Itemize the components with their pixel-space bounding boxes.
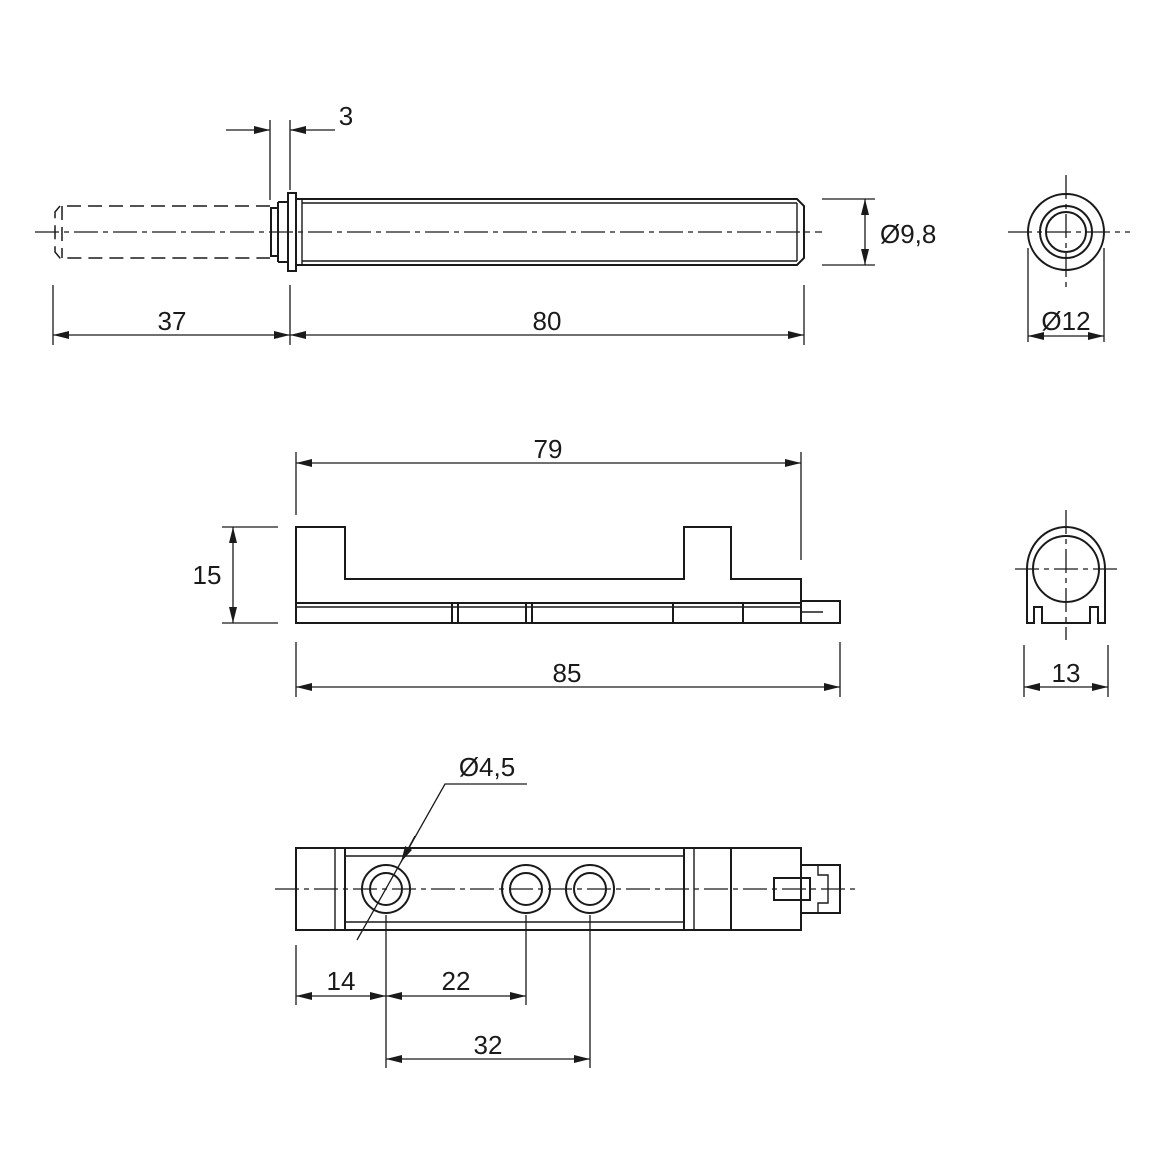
push-rod-side-view: 3 37 80 Ø9,8 <box>35 101 936 345</box>
end-view-inner-circle <box>1045 211 1087 253</box>
top-view-end-tab-notch <box>817 865 829 913</box>
hole-1-inner <box>369 872 403 906</box>
end-view-middle-circle <box>1039 205 1093 259</box>
hole-3-outer <box>565 864 615 914</box>
hole-3-inner <box>573 872 607 906</box>
end-view-outer-circle <box>1027 193 1105 271</box>
top-view-end-pin <box>773 877 811 901</box>
top-view-outline <box>295 847 802 931</box>
hole-diameter-leader <box>356 783 527 941</box>
flange-collar <box>278 201 288 263</box>
base-profile <box>295 526 802 604</box>
dim-hole-offset: 14 <box>327 966 356 996</box>
dim-base-height: 15 <box>193 560 222 590</box>
dim-hole-pitch-1: 22 <box>442 966 471 996</box>
hole-2-inner <box>509 872 543 906</box>
dim-hole-pitch-2: 32 <box>474 1030 503 1060</box>
dim-flange-thickness: 3 <box>339 101 353 131</box>
base-end-bore <box>1032 535 1100 603</box>
base-top-view: Ø4,5 14 22 32 <box>275 752 860 1068</box>
dim-body-diameter: Ø9,8 <box>880 219 936 249</box>
hole-2-outer <box>501 864 551 914</box>
flange <box>287 192 297 272</box>
dim-end-diameter: Ø12 <box>1041 306 1090 336</box>
hole-1-outer <box>361 864 411 914</box>
base-bottom-strip <box>295 602 802 624</box>
extended-rod-outline <box>54 205 270 259</box>
base-side-view: 79 15 85 <box>193 434 841 697</box>
base-end-outline <box>1026 526 1106 624</box>
hole-diameter-arrow <box>400 835 416 863</box>
dim-rod-extension: 37 <box>158 306 187 336</box>
push-rod-end-view: Ø12 <box>1008 175 1130 342</box>
dim-body-length: 80 <box>533 306 562 336</box>
dim-hole-diameter: Ø4,5 <box>459 752 515 782</box>
base-end-view: 13 <box>1015 510 1118 697</box>
dim-base-inner-length: 79 <box>534 434 563 464</box>
dim-base-total-length: 85 <box>553 658 582 688</box>
top-view-end-tab <box>801 864 841 914</box>
body-tube <box>296 198 805 266</box>
dim-base-end-width: 13 <box>1052 658 1081 688</box>
